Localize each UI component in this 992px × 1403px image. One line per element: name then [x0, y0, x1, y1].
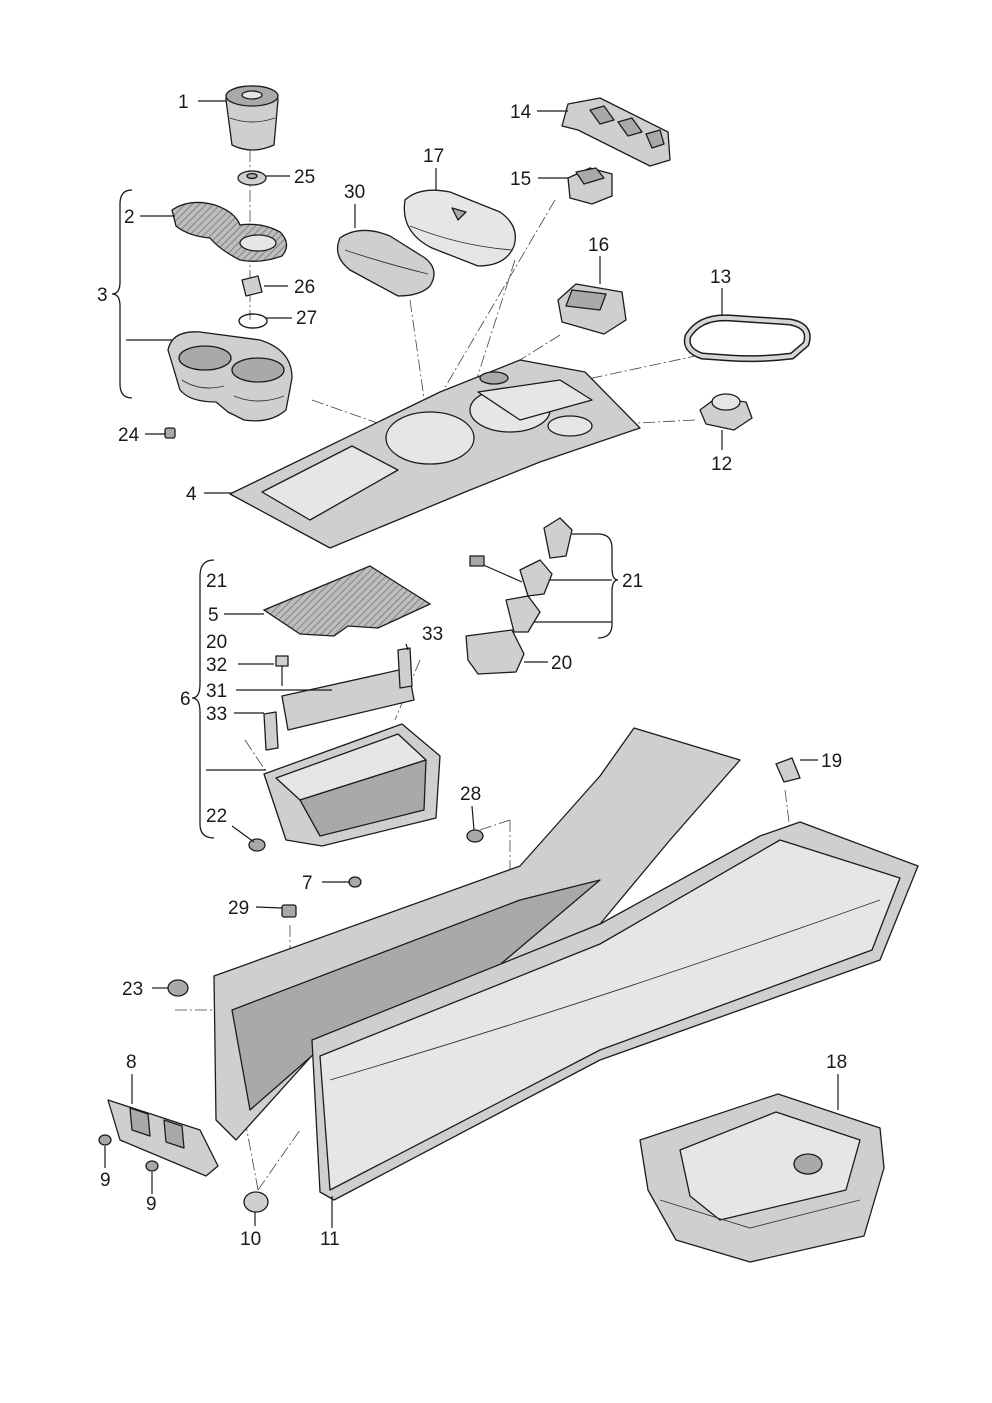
label-13: 13	[710, 267, 731, 288]
part-33-clip-upper	[397, 647, 413, 689]
label-15: 15	[510, 169, 531, 190]
part-29-screw	[281, 904, 297, 918]
part-20-bracket	[465, 629, 525, 675]
label-6: 6	[180, 689, 191, 710]
part-33-clip-lower	[263, 711, 279, 751]
label-19: 19	[821, 751, 842, 772]
label-21-right: 21	[622, 571, 643, 592]
part-2-cup-mat	[171, 201, 288, 262]
part-12-knob	[699, 393, 753, 431]
part-24-screw	[164, 427, 176, 439]
part-9-screw-right	[145, 1160, 159, 1172]
label-14: 14	[510, 102, 532, 123]
label-28: 28	[460, 784, 481, 805]
part-7-screw	[348, 876, 362, 888]
part-17-lid	[403, 189, 517, 267]
part-10-cap	[243, 1191, 269, 1213]
part-5-tray-mat	[262, 565, 432, 637]
label-10: 10	[240, 1229, 261, 1250]
label-23: 23	[122, 979, 143, 1000]
part-21-socket-top	[543, 517, 573, 559]
label-29: 29	[228, 898, 249, 919]
part-25-clip	[237, 170, 267, 186]
part-30-lid	[336, 229, 435, 297]
part-3-cup-holder-housing	[167, 331, 293, 422]
label-24: 24	[118, 425, 140, 446]
part-11-console-side-and-body	[213, 727, 919, 1201]
label-9-left: 9	[100, 1170, 111, 1191]
part-16-switch	[557, 283, 627, 335]
label-33-right: 33	[422, 624, 443, 645]
label-12: 12	[711, 454, 732, 475]
label-9-right: 9	[146, 1194, 157, 1215]
label-7: 7	[302, 873, 313, 894]
leader-lines	[104, 100, 839, 1228]
part-31-plate	[281, 667, 415, 731]
part-14-switch-panel	[561, 97, 671, 167]
part-15-switch	[567, 167, 613, 205]
brace-3	[111, 189, 133, 399]
label-20-left: 20	[206, 632, 227, 653]
label-4: 4	[186, 484, 197, 505]
part-18-storage-tray	[639, 1093, 885, 1263]
part-27-o-ring	[238, 313, 268, 329]
part-13-trim-frame	[683, 314, 811, 363]
part-4-trim-panel	[229, 359, 641, 549]
label-32: 32	[206, 655, 227, 676]
brace-21	[597, 533, 619, 639]
label-11: 11	[320, 1229, 340, 1250]
label-3: 3	[97, 285, 108, 306]
label-27: 27	[296, 308, 317, 329]
part-21-socket-bottom	[505, 595, 541, 633]
part-6-storage-box	[263, 723, 441, 847]
brace-6	[191, 559, 215, 839]
label-20-right: 20	[551, 653, 572, 674]
label-22: 22	[206, 806, 227, 827]
label-5: 5	[208, 605, 219, 626]
part-1-cup-insert	[225, 85, 279, 151]
label-8: 8	[126, 1052, 137, 1073]
label-30: 30	[344, 182, 365, 203]
part-28-screw	[466, 829, 484, 843]
label-17: 17	[423, 146, 444, 167]
callout-labels: 1 2 3 25 26 27 24 30 17 14 15 16 13 12 4…	[97, 92, 847, 1250]
part-26-clip	[241, 275, 263, 297]
label-2: 2	[124, 207, 135, 228]
part-19-clip	[775, 757, 801, 783]
part-21-socket-mid	[469, 555, 553, 597]
label-21-left: 21	[206, 571, 227, 592]
label-25: 25	[294, 167, 315, 188]
assembly-lines	[175, 150, 791, 1191]
label-1: 1	[178, 92, 189, 113]
label-18: 18	[826, 1052, 847, 1073]
part-23-nut	[167, 979, 189, 997]
part-8-cover	[107, 1099, 219, 1177]
label-26: 26	[294, 277, 315, 298]
label-33-left: 33	[206, 704, 227, 725]
label-16: 16	[588, 235, 609, 256]
label-31: 31	[206, 681, 227, 702]
part-32-screw	[275, 655, 289, 686]
part-9-screw-left	[98, 1134, 112, 1146]
